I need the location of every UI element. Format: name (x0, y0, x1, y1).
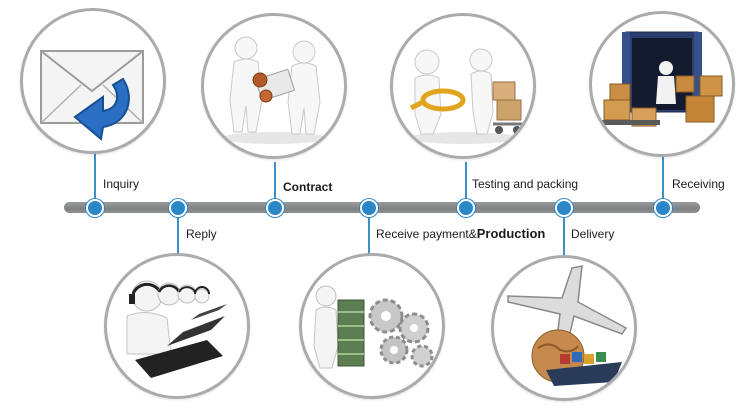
label-testing: Testing and packing (472, 177, 579, 191)
circle-contract (201, 13, 347, 159)
circle-reply (104, 253, 250, 399)
timeline-bar (64, 202, 700, 213)
node-payment (360, 199, 378, 217)
node-receiving (654, 199, 672, 217)
envelope-arrow-icon (40, 50, 144, 141)
label-contract: Contract (283, 180, 333, 194)
label-inquiry: Inquiry (103, 177, 140, 191)
connector-inquiry (94, 148, 96, 202)
plane-ship-globe-icon (507, 265, 628, 386)
label-delivery: Delivery (571, 227, 615, 241)
circle-delivery (491, 255, 637, 401)
circle-payment (299, 253, 445, 399)
node-delivery (555, 199, 573, 217)
connector-delivery (563, 214, 565, 258)
node-reply (169, 199, 187, 217)
circle-testing (390, 13, 536, 159)
node-inquiry (86, 199, 104, 217)
node-testing (457, 199, 475, 217)
money-gears-icon (313, 285, 434, 369)
circle-receiving (589, 11, 735, 157)
call-center-agents-icon (126, 280, 227, 378)
label-payment: Receive payment&Production (376, 226, 546, 242)
handshake-contract-icon (222, 36, 326, 144)
inspection-boxes-icon (409, 48, 523, 144)
connector-contract (274, 162, 276, 202)
connector-testing (465, 162, 467, 202)
circle-inquiry (20, 8, 166, 154)
label-payment-text: Receive payment (376, 227, 469, 241)
connector-payment (368, 214, 370, 254)
node-contract (266, 199, 284, 217)
connector-reply (177, 214, 179, 254)
label-receiving: Receiving (672, 177, 725, 191)
label-production-text: Production (476, 226, 546, 241)
connector-receiving (662, 157, 664, 202)
ampersand: & (468, 227, 477, 241)
label-reply: Reply (186, 227, 217, 241)
container-boxes-icon (602, 31, 723, 127)
